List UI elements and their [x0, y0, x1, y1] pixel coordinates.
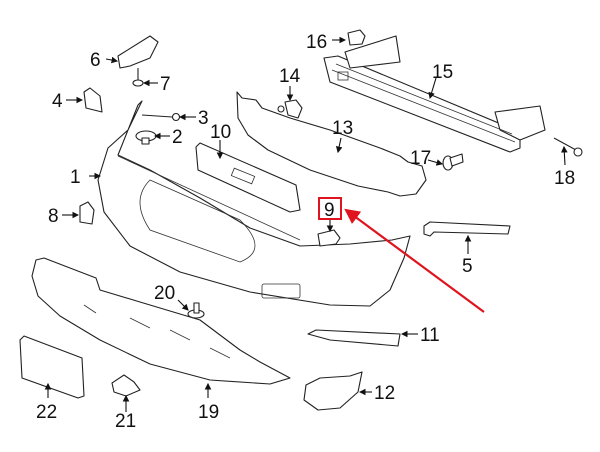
callout-9[interactable]: 9	[324, 200, 335, 221]
part-1-bumper-cover[interactable]	[97, 100, 411, 307]
part-11-lower-molding[interactable]	[307, 329, 401, 347]
part-3-bolt[interactable]	[141, 112, 181, 122]
part-9-tow-hook-cover[interactable]	[317, 229, 341, 247]
part-17-push-pin[interactable]	[442, 153, 464, 171]
callout-14[interactable]: 14	[279, 66, 301, 87]
part-20-push-pin[interactable]	[187, 302, 205, 319]
part-5-side-retainer[interactable]	[423, 221, 511, 237]
callout-10[interactable]: 10	[210, 122, 231, 143]
callout-11[interactable]: 11	[420, 325, 440, 346]
callout-17[interactable]: 17	[410, 148, 431, 169]
callout-12[interactable]: 12	[374, 383, 395, 404]
callout-4[interactable]: 4	[52, 91, 63, 112]
callout-1[interactable]: 1	[70, 167, 81, 188]
callout-7[interactable]: 7	[160, 74, 171, 95]
callout-8[interactable]: 8	[48, 206, 59, 227]
callout-18[interactable]: 18	[554, 168, 575, 189]
callout-2[interactable]: 2	[172, 127, 183, 148]
callout-15[interactable]: 15	[432, 62, 453, 83]
part-15-reinforcement-bar[interactable]	[323, 35, 546, 153]
part-8-side-bracket[interactable]	[79, 201, 95, 225]
callout-21[interactable]: 21	[115, 411, 136, 432]
callout-16[interactable]: 16	[306, 32, 327, 53]
callout-6[interactable]: 6	[90, 50, 101, 71]
part-19-splash-shield[interactable]	[31, 257, 291, 385]
highlight-box	[318, 197, 342, 220]
part-6-upper-bracket[interactable]	[117, 35, 159, 69]
part-18-bolt[interactable]	[553, 137, 583, 157]
part-12-fog-lamp-bracket[interactable]	[303, 371, 363, 411]
part-13-energy-absorber[interactable]	[236, 91, 427, 197]
part-2-clip[interactable]	[135, 130, 157, 145]
part-22-license-bracket[interactable]	[19, 335, 85, 399]
part-16-cap[interactable]	[347, 29, 366, 46]
part-21-clip-nut[interactable]	[111, 374, 141, 397]
callout-13[interactable]: 13	[332, 118, 353, 139]
part-10-center-bracket[interactable]	[195, 142, 301, 213]
callout-19[interactable]: 19	[198, 402, 219, 423]
part-14-sensor[interactable]	[277, 99, 303, 119]
callout-22[interactable]: 22	[36, 402, 57, 423]
highlight-arrow	[344, 208, 485, 313]
leader-lines	[44, 36, 568, 412]
part-7-bolt[interactable]	[132, 68, 144, 87]
callout-labels: 1 2 3 4 5 6 7 8 9 10 11 12 13 14 15 16 1…	[36, 32, 575, 432]
callout-5[interactable]: 5	[462, 256, 473, 277]
part-4-side-bracket[interactable]	[83, 87, 103, 113]
callout-20[interactable]: 20	[154, 283, 175, 304]
callout-3[interactable]: 3	[198, 108, 209, 129]
